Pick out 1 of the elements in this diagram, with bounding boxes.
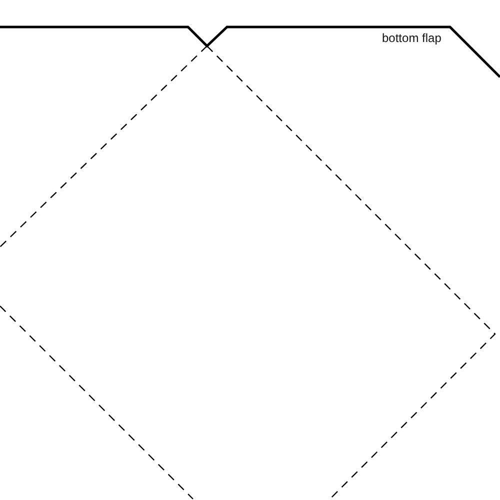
part-label: bottom flap [382, 31, 442, 45]
